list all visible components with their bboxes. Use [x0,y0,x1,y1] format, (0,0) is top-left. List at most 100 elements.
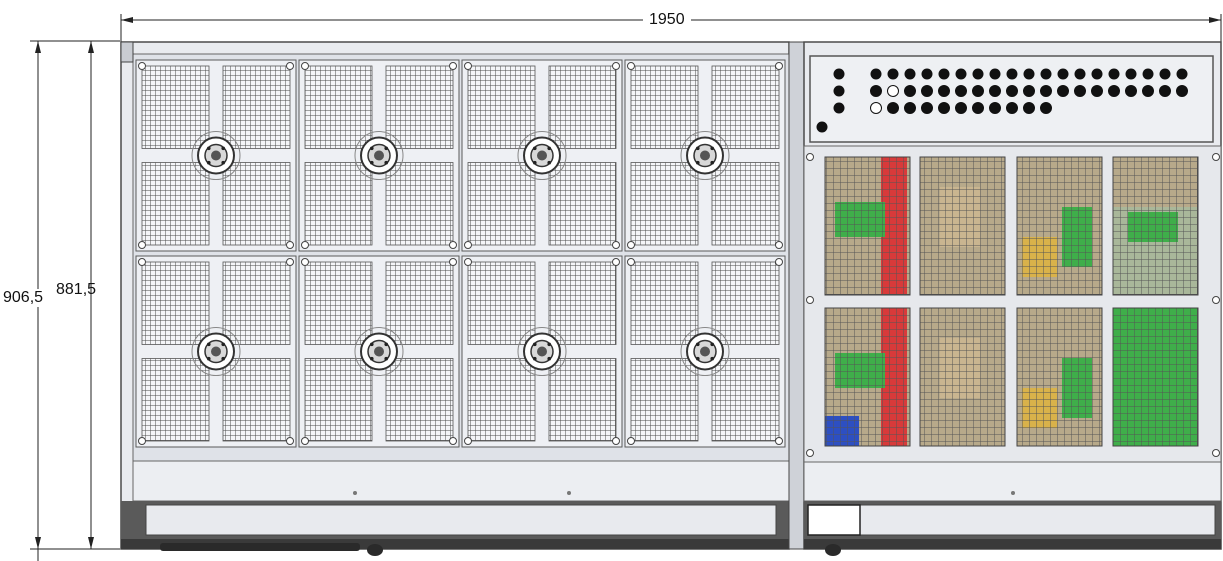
fan-grille [467,358,536,442]
vent-hole [989,68,1001,80]
fan-grille [304,65,373,149]
mounting-screw [806,296,814,304]
mounting-screw [138,258,146,266]
fan-grille [630,162,699,246]
vent-hole [833,85,845,97]
vent-hole [1006,68,1018,80]
mounting-screw [612,258,620,266]
mounting-screw [286,258,294,266]
mounting-screw [627,437,635,445]
fan-grille [304,261,373,345]
mounting-screw [464,241,472,249]
fan-unit [461,255,623,448]
mounting-screw [449,437,457,445]
fan-unit [624,59,786,252]
vent-hole [833,102,845,114]
fan-unit [298,255,460,448]
mounting-screw [806,153,814,161]
mounting-screw [464,258,472,266]
electronics-window [1016,307,1103,447]
width-dimension-label: 1950 [643,11,691,29]
vent-hole [1125,85,1137,97]
mesh-grille [1112,156,1199,296]
mounting-screw [612,241,620,249]
vent-hole [921,85,933,97]
mesh-grille [1112,307,1199,447]
vent-hole [1142,68,1154,80]
fan-grille [548,162,617,246]
vent-hole [904,68,916,80]
fan-unit [135,255,297,448]
vent-hole [1176,68,1188,80]
mounting-screw [627,62,635,70]
vent-hole [972,68,984,80]
mounting-screw [612,62,620,70]
fan-unit [135,59,297,252]
mounting-screw [301,241,309,249]
vent-hole [1040,85,1052,97]
vent-hole [870,102,882,114]
mounting-screw [301,437,309,445]
mounting-screw [286,241,294,249]
fan-unit [298,59,460,252]
mounting-screw [1212,153,1220,161]
vent-hole [1159,85,1171,97]
fan-grille [630,261,699,345]
mounting-screw [449,62,457,70]
fan-grille [385,65,454,149]
fan-unit [461,59,623,252]
fan-grille [141,65,210,149]
vent-hole [1108,85,1120,97]
vent-hole [1023,102,1035,114]
mounting-screw [286,437,294,445]
fan-grille [385,358,454,442]
mounting-screw [627,241,635,249]
mesh-grille [824,156,911,296]
electronics-window [824,307,911,447]
vent-hole-array [816,68,1188,133]
vent-hole [938,68,950,80]
mounting-screw [1212,296,1220,304]
mounting-screw [1212,449,1220,457]
mounting-screw [138,437,146,445]
mounting-screw [449,241,457,249]
fan-grille [304,162,373,246]
mounting-screw [775,241,783,249]
fan-cabinet [120,41,790,556]
fan-grille [548,358,617,442]
vent-hole [972,85,984,97]
vent-hole [921,102,933,114]
vent-hole [1040,68,1052,80]
mounting-screw [464,62,472,70]
fan-grille [141,162,210,246]
vent-hole [1091,85,1103,97]
vent-hole [921,68,933,80]
vent-hole [1125,68,1137,80]
mesh-grille [919,156,1006,296]
vent-hole [989,85,1001,97]
fan-grille [222,65,291,149]
height-outer-dimension-label: 906,5 [2,289,45,307]
mounting-screw [806,449,814,457]
mesh-grille [824,307,911,447]
fan-grille [304,358,373,442]
fan-grille [385,261,454,345]
electronics-window-grid [806,153,1220,457]
vent-hole [955,68,967,80]
vent-hole [887,85,899,97]
vent-hole [1006,85,1018,97]
fan-grille [222,358,291,442]
fan-grille [222,162,291,246]
electronics-window [1112,307,1199,447]
vent-hole [1091,68,1103,80]
mounting-screw [627,258,635,266]
vent-hole [816,121,828,133]
fan-grille [630,65,699,149]
fan-grille [711,358,780,442]
mounting-screw [464,437,472,445]
vent-hole [955,85,967,97]
mounting-screw [301,62,309,70]
mounting-screw [449,258,457,266]
vent-hole [887,102,899,114]
fan-grille [222,261,291,345]
